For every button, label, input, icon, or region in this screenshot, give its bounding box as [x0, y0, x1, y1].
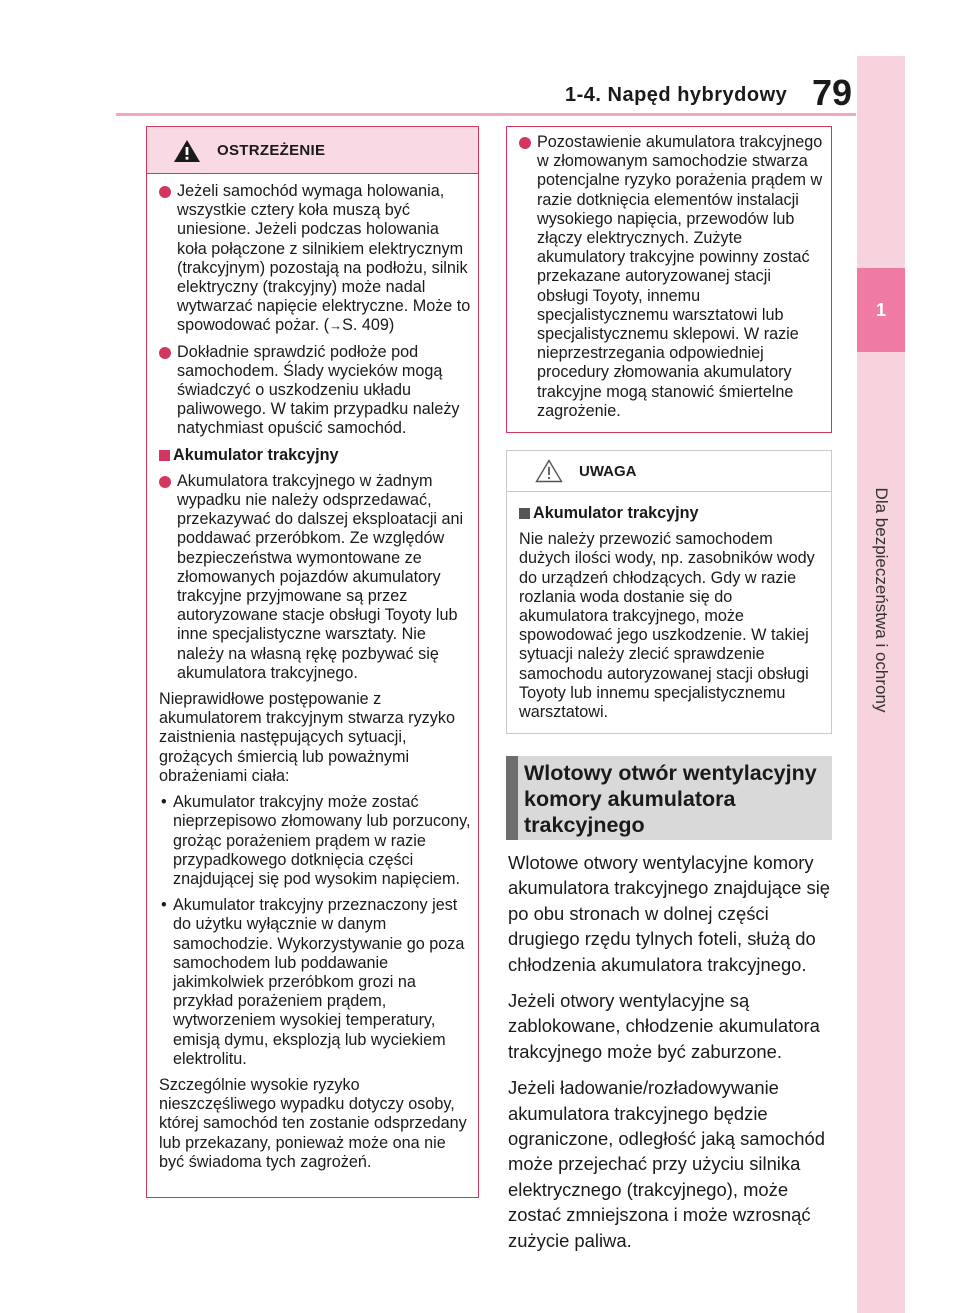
- topic-title: Wlotowy otwór wentylacyjny komory akumul…: [524, 761, 817, 837]
- notice-title: UWAGA: [579, 463, 637, 480]
- bullet-icon: [159, 186, 171, 198]
- notice-box: UWAGA Akumulator trakcyjny Nie należy pr…: [506, 450, 832, 734]
- warning-content: Pozostawienie akumulatora trakcyjnego w …: [507, 127, 831, 421]
- notice-content: Akumulator trakcyjny Nie należy przewozi…: [507, 492, 831, 722]
- subheading-text: Akumulator trakcyjny: [173, 445, 339, 464]
- item-text: Jeżeli samochód wymaga holowania, wszyst…: [177, 182, 471, 335]
- page-reference: S. 409: [342, 316, 389, 335]
- list-item: Jeżeli samochód wymaga holowania, wszyst…: [159, 182, 472, 336]
- warning-box-continued: Pozostawienie akumulatora trakcyjnego w …: [506, 126, 832, 433]
- page-number: 79: [812, 72, 853, 113]
- warning-title: OSTRZEŻENIE: [217, 142, 326, 159]
- heading-bar: [506, 756, 518, 840]
- list-item: Akumulatora trakcyjnego w żadnym wypadku…: [159, 472, 472, 683]
- square-bullet-icon: [159, 449, 170, 461]
- square-bullet-icon: [519, 508, 530, 519]
- item-text: Akumulator trakcyjny przeznaczony jest d…: [173, 896, 465, 1068]
- bullet-icon: •: [161, 793, 167, 812]
- warning-icon: [174, 140, 200, 162]
- bullet-icon: [159, 475, 171, 488]
- bullet-icon: [159, 346, 171, 359]
- body-text: Wlotowe otwory wentylacyjne komory akumu…: [508, 850, 832, 1264]
- section-title: 1-4. Napęd hybrydowy: [565, 84, 788, 106]
- item-text: Akumulator trakcyjny może zostać nieprze…: [173, 793, 471, 888]
- item-text: Akumulatora trakcyjnego w żadnym wypadku…: [177, 471, 464, 682]
- chapter-title: Dla bezpieczeństwa i ochrony: [872, 487, 891, 713]
- paragraph: Szczególnie wysokie ryzyko nieszczęśliwe…: [159, 1075, 467, 1171]
- paragraph: Nieprawidłowe postępowanie z akumulatore…: [159, 690, 455, 785]
- warning-content: Jeżeli samochód wymaga holowania, wszyst…: [147, 174, 478, 1172]
- ref-arrow-icon: →: [329, 318, 343, 334]
- subheading: Akumulator trakcyjny: [159, 446, 472, 465]
- chapter-number: 1: [857, 268, 905, 352]
- paragraph: Nie należy przewozić samochodem dużych i…: [519, 530, 815, 722]
- notice-header: UWAGA: [507, 451, 831, 492]
- topic-heading: Wlotowy otwór wentylacyjny komory akumul…: [506, 756, 832, 840]
- bullet-icon: •: [161, 896, 167, 915]
- warning-box: OSTRZEŻENIE Jeżeli samochód wymaga holow…: [146, 126, 479, 1198]
- paragraph: Jeżeli ładowanie/rozładowywanie akumulat…: [508, 1077, 825, 1251]
- caution-icon: [535, 459, 563, 483]
- item-text: Pozostawienie akumulatora trakcyjnego w …: [537, 133, 823, 420]
- subheading: Akumulator trakcyjny: [519, 504, 823, 523]
- paragraph: Wlotowe otwory wentylacyjne komory akumu…: [508, 852, 831, 975]
- bullet-icon: [519, 137, 531, 149]
- subheading-text: Akumulator trakcyjny: [533, 504, 699, 522]
- item-text: Dokładnie sprawdzić podłoże pod samochod…: [177, 342, 460, 438]
- list-item: • Akumulator trakcyjny może zostać niepr…: [159, 793, 472, 889]
- list-item: Pozostawienie akumulatora trakcyjnego w …: [519, 133, 825, 421]
- list-item: Dokładnie sprawdzić podłoże pod samochod…: [159, 343, 472, 439]
- warning-header: OSTRZEŻENIE: [147, 127, 478, 174]
- paragraph: Jeżeli otwory wentylacyjne są zablokowan…: [508, 990, 820, 1062]
- header-rule: [116, 113, 856, 116]
- list-item: • Akumulator trakcyjny przeznaczony jest…: [159, 896, 472, 1069]
- side-tab: [857, 56, 905, 1313]
